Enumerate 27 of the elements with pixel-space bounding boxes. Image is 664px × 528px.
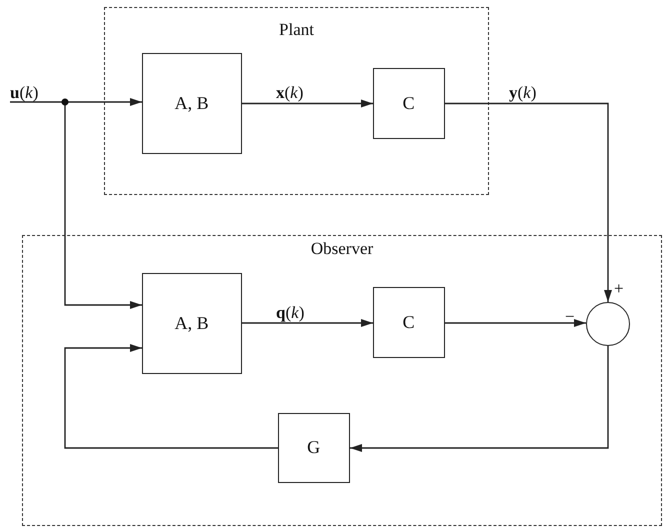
dashed-group-box <box>22 235 662 526</box>
block-box <box>372 68 445 139</box>
dashed-group-box <box>104 7 489 195</box>
arrow <box>445 102 612 302</box>
block-label: G <box>307 437 320 458</box>
group-title: Plant <box>279 20 314 40</box>
block-label: C <box>402 312 415 333</box>
block-box <box>278 412 350 483</box>
block-box <box>372 286 445 358</box>
arrow <box>64 344 278 449</box>
sign-label: − <box>565 308 575 327</box>
block-label: A, B <box>174 92 209 114</box>
block-label: A, B <box>174 312 209 334</box>
signal-label: q(k) <box>276 304 304 323</box>
arrow <box>444 319 586 327</box>
arrow <box>350 346 609 452</box>
block-label: C <box>402 92 415 114</box>
group-title: Observer <box>310 239 374 259</box>
signal-label: y(k) <box>509 84 536 103</box>
arrow <box>10 98 142 106</box>
signal-label: u(k) <box>10 84 38 103</box>
sign-label: + <box>614 280 624 299</box>
arrow <box>242 100 373 108</box>
signal-label: x(k) <box>276 84 304 103</box>
arrow <box>241 319 373 327</box>
block-box <box>142 272 242 374</box>
block-box <box>142 52 242 154</box>
